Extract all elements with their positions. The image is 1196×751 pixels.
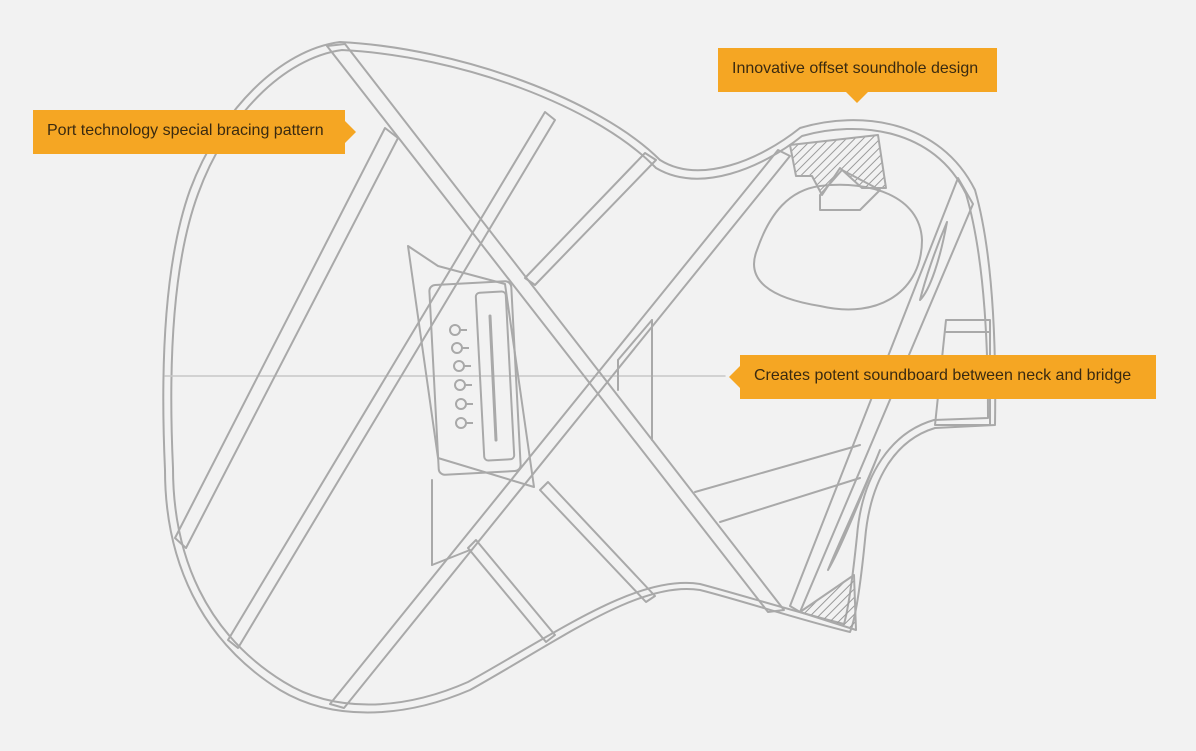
bridge-pin bbox=[454, 379, 466, 391]
bridge-pin bbox=[451, 342, 463, 354]
x-brace-b bbox=[329, 149, 791, 709]
callout-offset-soundhole: Innovative offset soundhole design bbox=[718, 48, 997, 103]
bridge bbox=[428, 280, 522, 476]
brace-upper bbox=[524, 152, 657, 286]
soundhole-plate bbox=[819, 169, 881, 211]
bridge-pin bbox=[455, 398, 467, 410]
bridge-pin bbox=[455, 417, 467, 429]
brace-right-inner bbox=[827, 449, 881, 571]
brace-left-1 bbox=[174, 127, 399, 549]
soundhole bbox=[753, 183, 923, 311]
callout-port-technology: Port technology special bracing pattern bbox=[33, 110, 356, 154]
brace-right-detail bbox=[919, 221, 948, 301]
brace-left-2 bbox=[227, 111, 556, 649]
bridge-pins bbox=[449, 324, 473, 429]
brace-lower-2 bbox=[539, 481, 656, 603]
brace-lower-1 bbox=[467, 539, 556, 643]
cutaway-patch bbox=[799, 574, 857, 631]
block-line-7 bbox=[719, 477, 861, 523]
callout-soundboard: Creates potent soundboard between neck a… bbox=[729, 355, 1156, 399]
saddle-slot bbox=[488, 314, 498, 442]
block-line-6 bbox=[694, 444, 861, 493]
x-brace-a bbox=[326, 43, 785, 613]
bridge-saddle bbox=[474, 290, 516, 462]
bridge-pin bbox=[453, 360, 465, 372]
bridge-plate bbox=[407, 245, 535, 488]
body-outline-outer bbox=[162, 41, 997, 714]
block-line-4 bbox=[617, 319, 653, 361]
bridge-pin bbox=[449, 324, 461, 336]
block-line-2 bbox=[431, 549, 471, 566]
